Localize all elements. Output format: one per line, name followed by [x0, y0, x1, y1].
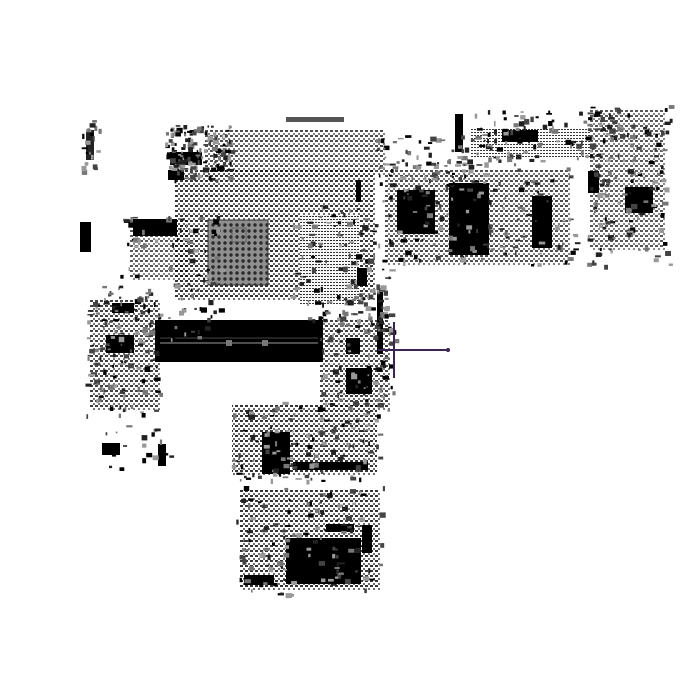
ram-slot[interactable]	[155, 320, 323, 362]
ic-chip-small[interactable]	[106, 335, 134, 353]
tall-chip[interactable]	[532, 196, 552, 248]
ic-chip-bottom[interactable]	[286, 538, 361, 584]
scattered-components	[81, 105, 675, 599]
large-chip[interactable]	[449, 183, 489, 255]
probe-cursor[interactable]	[378, 322, 450, 378]
